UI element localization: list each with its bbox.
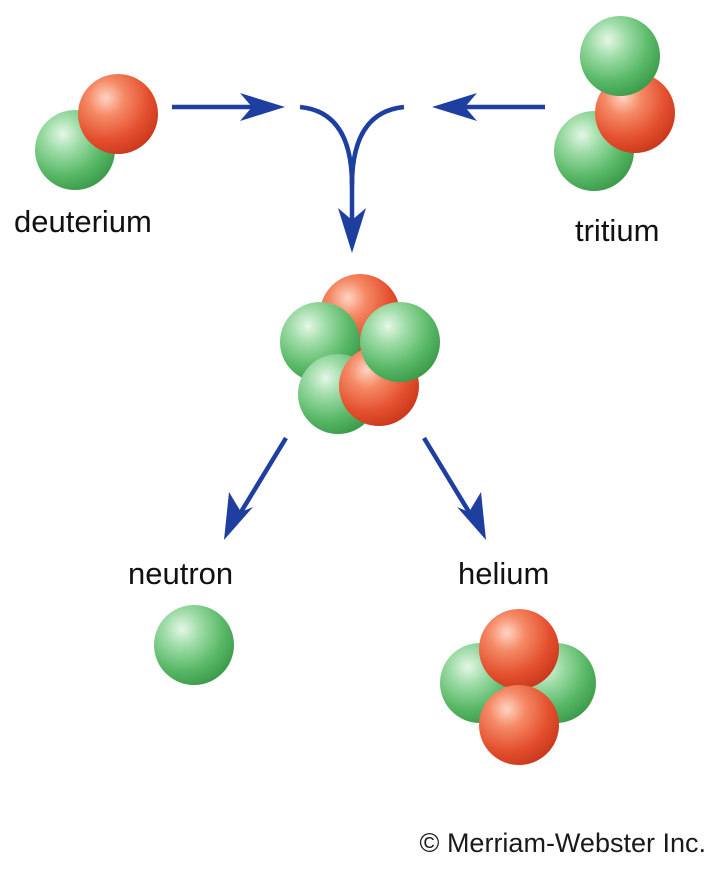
- merge-arrows: [172, 93, 545, 253]
- proton-particle: [78, 74, 158, 154]
- proton-particle: [479, 609, 559, 689]
- arrow-to-helium: [422, 436, 471, 514]
- arrow-head-right: [240, 93, 285, 121]
- tritium-nucleus: [554, 16, 675, 191]
- copyright-notice: © Merriam-Webster Inc.: [420, 828, 706, 858]
- merge-curve: [299, 104, 405, 186]
- arrow-to-neutron: [239, 436, 288, 514]
- arrow-head-down-left: [224, 492, 253, 540]
- compound-nucleus: [280, 274, 440, 434]
- arrow-head-left: [432, 93, 477, 121]
- helium-label: helium: [458, 556, 549, 591]
- helium-nucleus: [440, 609, 596, 765]
- arrow-head-down-right: [457, 492, 486, 540]
- deuterium-label: deuterium: [14, 204, 152, 239]
- arrow-head-down: [338, 208, 366, 253]
- neutron-label: neutron: [128, 556, 233, 591]
- deuterium-nucleus: [35, 74, 158, 190]
- proton-particle: [479, 685, 559, 765]
- free-neutron: [154, 605, 234, 685]
- tritium-label: tritium: [575, 213, 659, 248]
- split-arrows: [224, 436, 486, 540]
- neutron-particle: [580, 16, 660, 96]
- neutron-particle: [360, 302, 440, 382]
